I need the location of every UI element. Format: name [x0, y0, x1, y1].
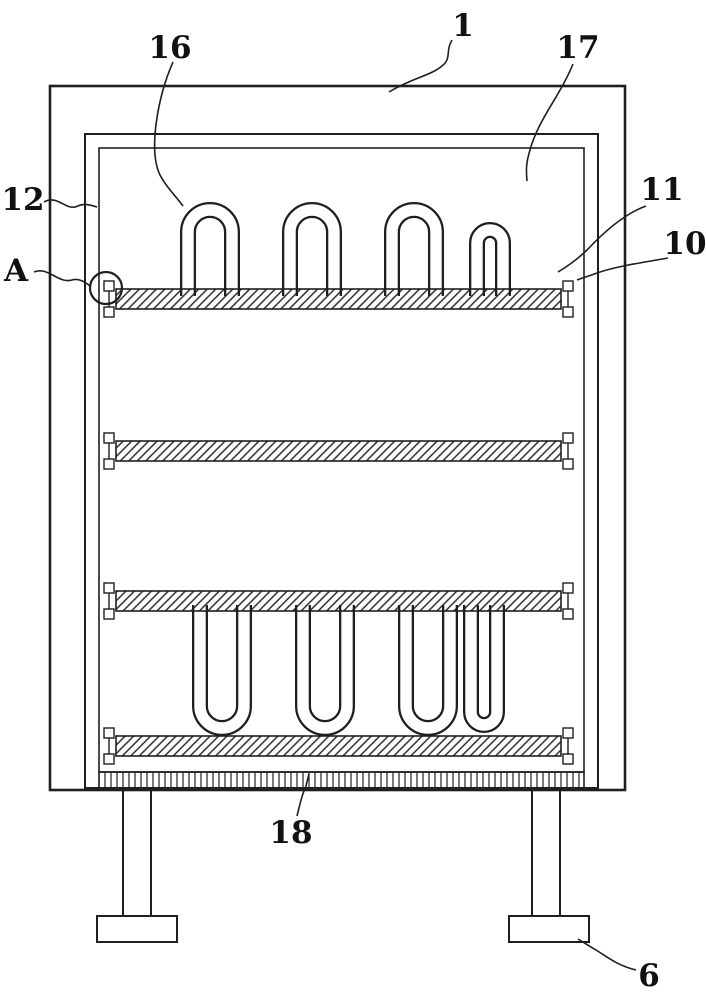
- shelf-2: [115, 440, 562, 462]
- ref-label-6: 6: [638, 958, 660, 994]
- leader-line-12: [43, 199, 98, 209]
- shelf-bracket-left-1: [103, 280, 115, 318]
- shelf-bracket-right-4: [562, 727, 574, 765]
- leader-line-16: [153, 61, 184, 207]
- left-foot: [96, 915, 178, 943]
- shelf-4: [115, 735, 562, 757]
- leader-line-A: [33, 269, 91, 287]
- ref-label-11: 11: [640, 172, 683, 208]
- shelf-bracket-left-4: [103, 727, 115, 765]
- leader-line-1: [388, 39, 453, 93]
- detail-circle-A: [88, 270, 124, 306]
- leader-line-6: [577, 938, 637, 971]
- shelf-bracket-right-2: [562, 432, 574, 470]
- bottom-grate: [98, 771, 585, 789]
- right-foot: [508, 915, 590, 943]
- shelves: [115, 288, 562, 757]
- leader-line-18: [296, 773, 310, 817]
- reference-labels: 1 16 17 12 A 11 10 18 6: [1, 8, 706, 994]
- leader-line-10: [576, 257, 669, 281]
- support-legs: [96, 789, 590, 943]
- shelf-bracket-right-1: [562, 280, 574, 318]
- leader-line-11: [557, 205, 647, 273]
- leader-lines: [33, 39, 669, 971]
- ref-label-17: 17: [556, 30, 599, 66]
- leader-line-17: [525, 63, 574, 182]
- ref-label-10: 10: [663, 226, 706, 262]
- shelf-bracket-left-3: [103, 582, 115, 620]
- ref-label-18: 18: [269, 815, 312, 851]
- shelf-brackets: [103, 280, 574, 765]
- shelf-3: [115, 590, 562, 612]
- ref-label-A: A: [3, 253, 29, 289]
- shelf-1: [115, 288, 562, 310]
- bottom-heating-coil: [192, 603, 505, 736]
- top-heating-coil: [180, 202, 511, 298]
- shelf-bracket-left-2: [103, 432, 115, 470]
- ref-label-16: 16: [148, 30, 191, 66]
- outer-cabinet-frame: [48, 84, 627, 792]
- ref-label-1: 1: [452, 8, 474, 44]
- ref-label-12: 12: [1, 182, 44, 218]
- shelf-bracket-right-3: [562, 582, 574, 620]
